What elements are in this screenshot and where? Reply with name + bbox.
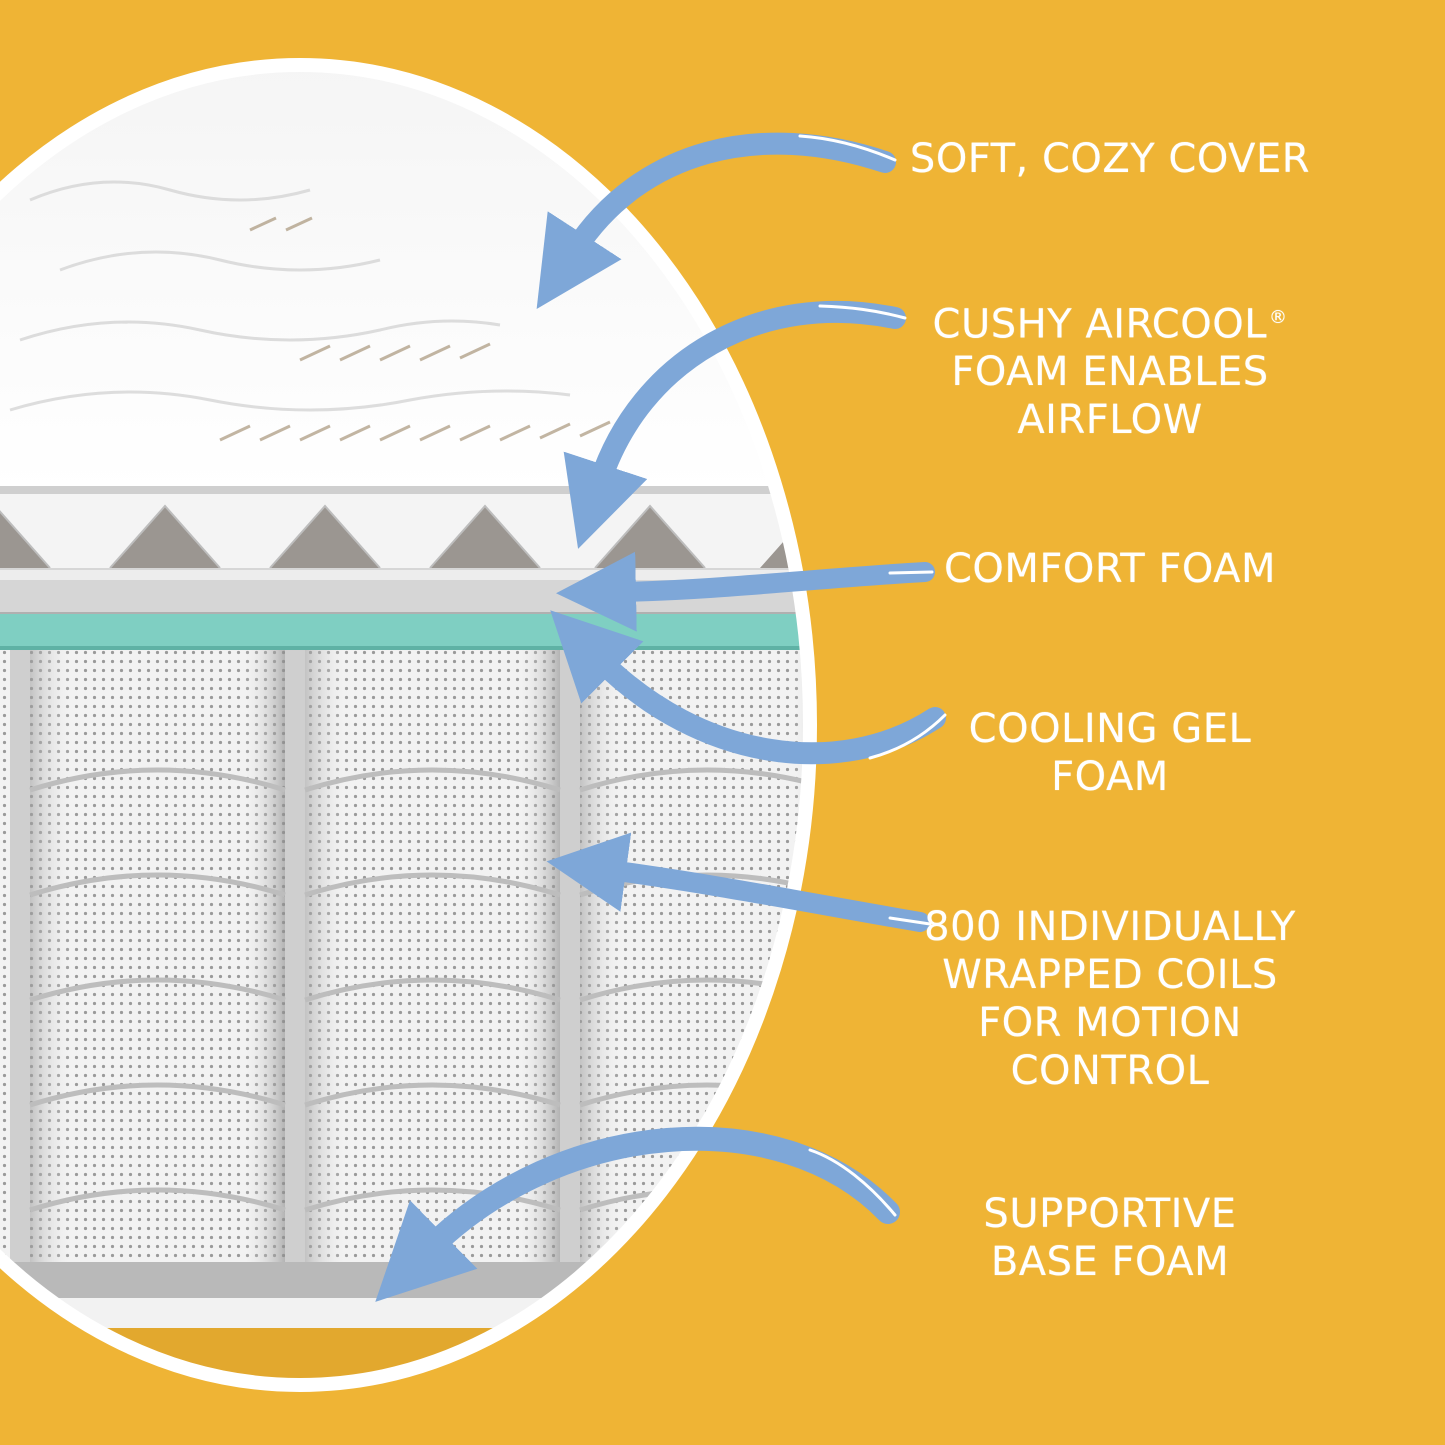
label-line: COMFORT FOAM <box>943 546 1277 592</box>
label-individually-wrapped-coils: 800 INDIVIDUALLY WRAPPED COILS FOR MOTIO… <box>900 903 1320 1095</box>
curved-arrow-icon <box>556 551 935 632</box>
label-line: CUSHY AIRCOOL® <box>905 294 1315 348</box>
label-line: FOAM ENABLES <box>951 349 1269 396</box>
arrow-tails <box>798 134 947 1217</box>
label-line: WRAPPED COILS <box>942 952 1278 998</box>
curved-arrow-icon <box>546 832 930 932</box>
cooling-gel-foam-layer <box>0 614 810 650</box>
curved-arrow-icon <box>550 610 946 765</box>
label-comfort-foam: COMFORT FOAM <box>920 545 1300 593</box>
label-supportive-base-foam: SUPPORTIVE BASE FOAM <box>930 1190 1290 1286</box>
label-line: AIRFLOW <box>1017 397 1203 444</box>
label-cooling-gel-foam: COOLING GEL FOAM <box>930 705 1290 801</box>
curved-arrow-icon <box>563 300 906 549</box>
callout-arrows <box>375 132 946 1302</box>
label-line: COOLING GEL <box>968 706 1252 752</box>
label-line-text: CUSHY AIRCOOL <box>932 301 1267 348</box>
curved-arrow-icon <box>375 1126 900 1302</box>
registered-mark: ® <box>1268 307 1288 328</box>
curved-arrow-icon <box>536 132 896 309</box>
label-line: FOR MOTION <box>978 1000 1242 1046</box>
label-line: SOFT, COZY COVER <box>909 136 1311 182</box>
label-line: CONTROL <box>1010 1048 1210 1094</box>
label-soft-cozy-cover: SOFT, COZY COVER <box>880 135 1340 183</box>
label-line: FOAM <box>1051 754 1169 800</box>
callout-circle-border <box>0 58 817 1392</box>
label-line: SUPPORTIVE <box>983 1191 1237 1237</box>
label-line: BASE FOAM <box>990 1239 1230 1285</box>
cover-stitching <box>219 216 611 442</box>
cover-quilting <box>9 180 571 412</box>
label-cushy-aircool-foam: CUSHY AIRCOOL® FOAM ENABLES AIRFLOW <box>905 294 1315 444</box>
label-line: 800 INDIVIDUALLY <box>924 904 1296 950</box>
base-foam-layer <box>0 1262 810 1302</box>
